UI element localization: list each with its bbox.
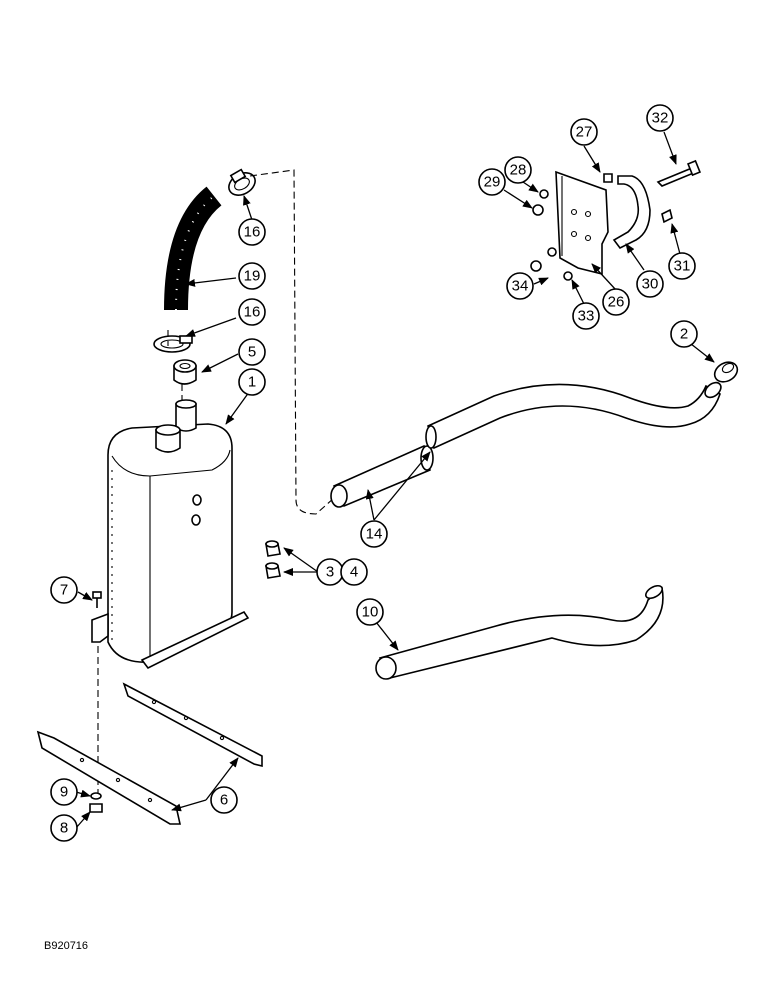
callout-26-label: 26	[608, 294, 625, 311]
callout-16-upper: 16	[238, 218, 266, 246]
hardware	[530, 159, 701, 281]
callout-9-label: 9	[60, 784, 68, 801]
callout-31-label: 31	[674, 258, 691, 275]
callout-34: 34	[506, 272, 534, 300]
callout-28-label: 28	[510, 162, 527, 179]
callout-7: 7	[50, 576, 78, 604]
callout-5: 5	[238, 338, 266, 366]
rain-cap	[173, 359, 197, 385]
callout-2-label: 2	[680, 326, 688, 343]
callout-10: 10	[356, 598, 384, 626]
callout-9: 9	[50, 778, 78, 806]
mounting-bolt	[92, 591, 102, 608]
callout-27: 27	[570, 118, 598, 146]
callout-33: 33	[572, 302, 600, 330]
washer-nut	[89, 792, 103, 813]
upper-hose-clamp	[228, 168, 256, 196]
callout-3: 3	[316, 558, 344, 586]
muffler	[91, 399, 250, 670]
callout-1-label: 1	[248, 374, 256, 391]
callout-28: 28	[504, 156, 532, 184]
callout-4: 4	[340, 558, 368, 586]
callout-1: 1	[238, 368, 266, 396]
callout-14-label: 14	[366, 526, 383, 543]
callout-8: 8	[50, 814, 78, 842]
callout-34-label: 34	[512, 278, 529, 295]
callout-31: 31	[668, 252, 696, 280]
callout-4-label: 4	[350, 564, 358, 581]
reference-code: B920716	[44, 940, 89, 952]
callout-7-label: 7	[60, 582, 68, 599]
exhaust-cap	[713, 361, 739, 383]
support-rail-upper	[122, 682, 263, 768]
callout-16-lower-label: 16	[244, 304, 261, 321]
support-rail-lower	[36, 730, 181, 825]
callout-3-label: 3	[326, 564, 334, 581]
exhaust-pipe-section	[330, 444, 434, 508]
callout-32: 32	[646, 104, 674, 132]
u-strap	[612, 175, 651, 250]
callout-26: 26	[602, 288, 630, 316]
callout-19: 19	[238, 262, 266, 290]
callout-6: 6	[210, 786, 238, 814]
tailpipe	[375, 584, 664, 680]
callout-29-label: 29	[484, 174, 501, 191]
callout-33-label: 33	[578, 308, 595, 325]
callout-19-label: 19	[244, 268, 261, 285]
callout-32-label: 32	[652, 110, 669, 127]
callout-30: 30	[636, 270, 664, 298]
plug-fittings	[265, 540, 281, 579]
callout-5-label: 5	[248, 344, 256, 361]
callout-2: 2	[670, 320, 698, 348]
callout-10-label: 10	[362, 604, 379, 621]
callout-29: 29	[478, 168, 506, 196]
leader-lines	[75, 131, 715, 829]
callout-27-label: 27	[576, 124, 593, 141]
callout-6-label: 6	[220, 792, 228, 809]
hose	[164, 186, 222, 311]
callout-16-lower: 16	[238, 298, 266, 326]
hanger-bracket	[555, 170, 609, 276]
callout-30-label: 30	[642, 276, 659, 293]
lower-hose-clamp	[153, 335, 193, 353]
callout-16-upper-label: 16	[244, 224, 261, 241]
exhaust-pipe-bend	[425, 381, 722, 450]
callout-14: 14	[360, 520, 388, 548]
callout-8-label: 8	[60, 820, 68, 837]
